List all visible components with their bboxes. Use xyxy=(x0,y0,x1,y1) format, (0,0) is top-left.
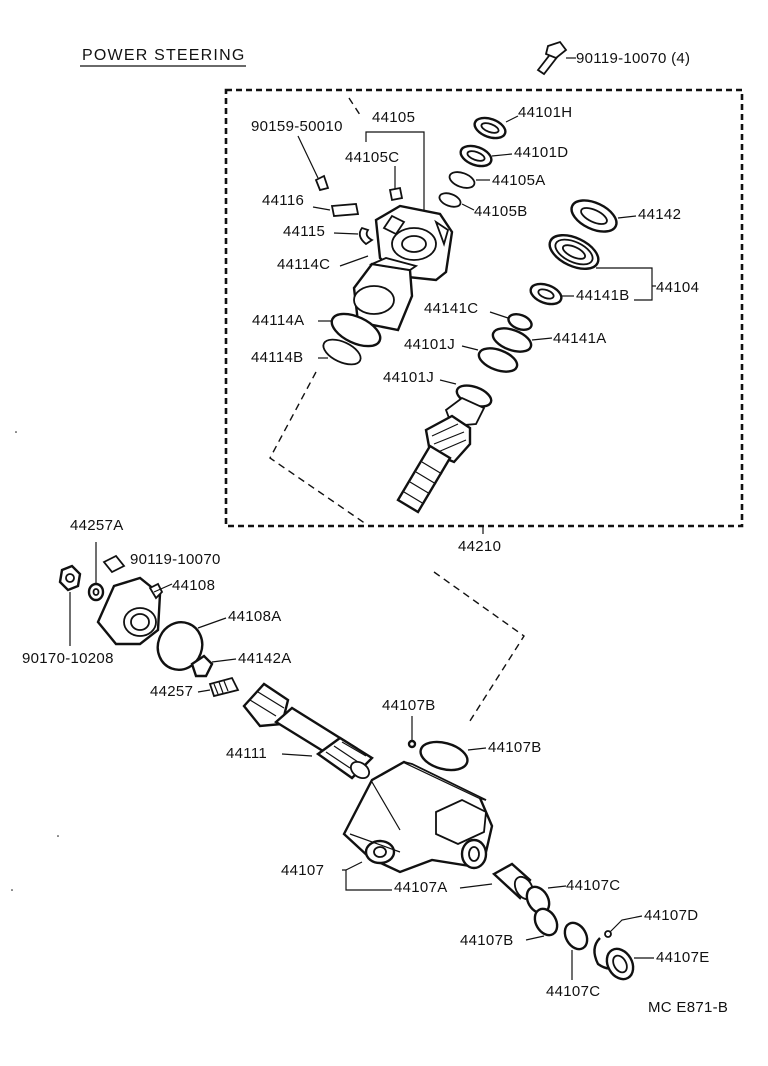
seal-44101d xyxy=(459,144,493,168)
label-44107e: 44107E xyxy=(656,949,710,966)
oring-44107b-lower xyxy=(533,907,559,937)
lock-nut-44142a xyxy=(190,654,214,678)
gasket-44107b xyxy=(419,740,469,772)
bolt-90119-10070 xyxy=(102,554,126,574)
oring-44108a xyxy=(156,621,204,671)
assembly-frame xyxy=(224,88,744,528)
label-44257: 44257 xyxy=(150,683,193,700)
label-44142a: 44142A xyxy=(238,650,292,667)
bushing-44107a xyxy=(491,862,535,901)
label-44108a: 44108A xyxy=(228,608,282,625)
label-44101j-lower: 44101J xyxy=(383,369,434,386)
label-44107c-lower: 44107C xyxy=(546,983,600,1000)
label-44107b-lower: 44107B xyxy=(460,932,514,949)
label-44105: 44105 xyxy=(372,109,415,126)
bolt-90119-10070-top xyxy=(536,40,568,76)
dust-seal-44107e xyxy=(605,947,635,981)
screw-90159-50010 xyxy=(314,174,330,192)
bearing-44141b xyxy=(529,282,563,306)
label-90119-10070: 90119-10070 xyxy=(130,551,221,568)
figure-code: MC E871-B xyxy=(648,999,728,1016)
label-44141c: 44141C xyxy=(424,300,478,317)
oring-44114a xyxy=(330,312,382,348)
label-44142: 44142 xyxy=(638,206,681,223)
label-44107c-upper: 44107C xyxy=(566,877,620,894)
nut-90170-10208 xyxy=(58,564,82,592)
gear-housing-44107 xyxy=(342,760,494,874)
label-44107a: 44107A xyxy=(394,879,448,896)
label-44108: 44108 xyxy=(172,577,215,594)
seal-44101h xyxy=(473,116,507,140)
oring-44101j-upper xyxy=(477,347,519,373)
pin-44115 xyxy=(358,226,374,246)
washer-44257a xyxy=(87,582,105,602)
label-44114b: 44114B xyxy=(251,349,303,366)
label-90159-50010: 90159-50010 xyxy=(251,118,343,135)
label-44114c: 44114C xyxy=(277,256,330,273)
label-44105b: 44105B xyxy=(474,203,528,220)
bearing-44141a xyxy=(491,327,533,353)
seal-44107c-lower xyxy=(563,921,589,951)
label-44104: 44104 xyxy=(656,279,699,296)
label-44107b-pin: 44107B xyxy=(382,697,436,714)
label-44107b-gasket: 44107B xyxy=(488,739,542,756)
label-44101j-upper: 44101J xyxy=(404,336,455,353)
label-90170-10208: 90170-10208 xyxy=(22,650,114,667)
diagram-title: POWER STEERING xyxy=(82,47,245,64)
label-44101d: 44101D xyxy=(514,144,568,161)
label-44101h: 44101H xyxy=(518,104,572,121)
label-44210: 44210 xyxy=(458,538,501,555)
label-44141a: 44141A xyxy=(553,330,607,347)
adjusting-screw-44104 xyxy=(548,234,600,270)
plug-44105c xyxy=(388,186,404,202)
retainer-44141c xyxy=(507,313,533,331)
sector-shaft-44111 xyxy=(242,682,374,780)
label-44115: 44115 xyxy=(283,223,325,240)
label-44116: 44116 xyxy=(262,192,304,209)
label-44107d: 44107D xyxy=(644,907,698,924)
clip-44116 xyxy=(330,203,360,217)
sector-cover-44108 xyxy=(96,576,164,646)
label-44105c: 44105C xyxy=(345,149,399,166)
label-44105a: 44105A xyxy=(492,172,546,189)
label-44107: 44107 xyxy=(281,862,324,879)
worm-shaft xyxy=(396,384,493,514)
lock-nut-44142 xyxy=(570,199,618,233)
label-44114a: 44114A xyxy=(252,312,304,329)
pin-44107b xyxy=(407,739,417,749)
label-90119-10070-4: 90119-10070 (4) xyxy=(576,50,690,67)
control-valve xyxy=(352,257,419,332)
label-44141b: 44141B xyxy=(576,287,630,304)
ring-44105a xyxy=(448,171,476,189)
ring-44105b xyxy=(438,192,462,208)
label-44111: 44111 xyxy=(226,745,267,762)
oring-44114b xyxy=(322,338,362,366)
label-44257a: 44257A xyxy=(70,517,124,534)
adjusting-screw-44257 xyxy=(208,676,240,698)
